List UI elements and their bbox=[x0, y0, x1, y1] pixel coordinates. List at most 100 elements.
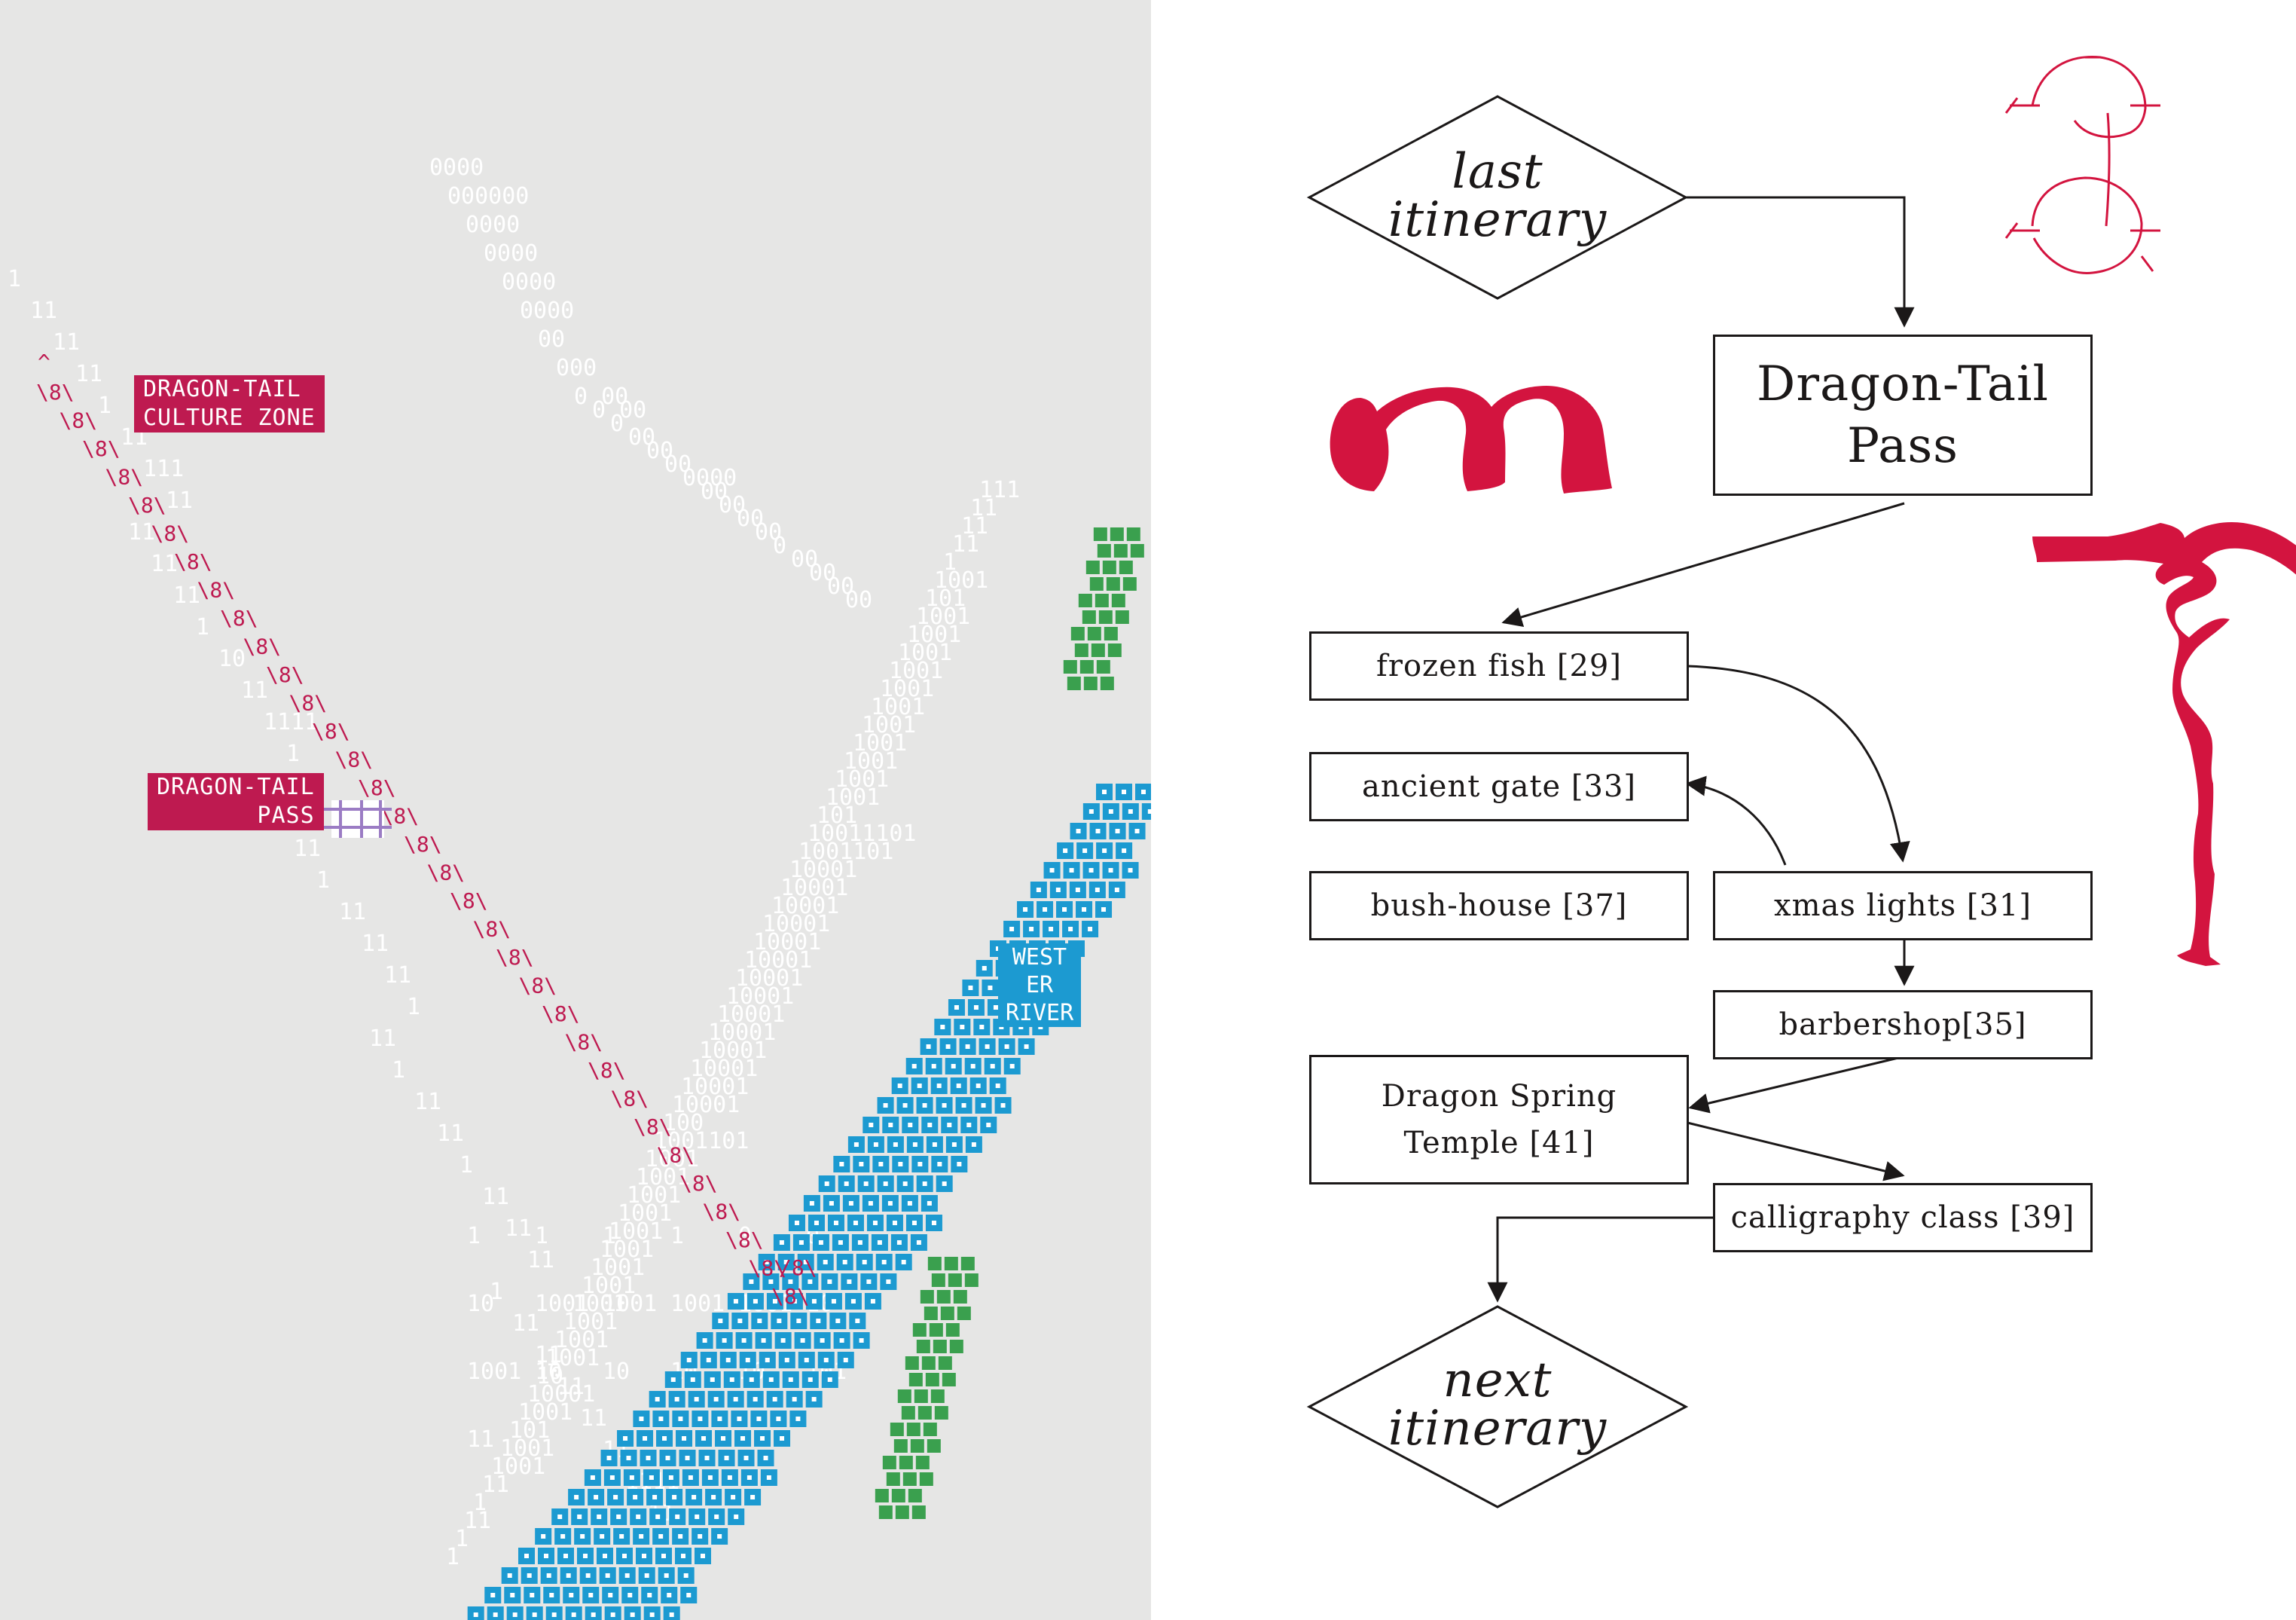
river-tile-dot bbox=[639, 1534, 644, 1539]
river-tile-dot bbox=[685, 1456, 690, 1460]
end-label-line2: itinerary bbox=[1388, 1401, 1608, 1456]
river-tile-dot bbox=[633, 1495, 638, 1499]
node-dragon-spring-temple[interactable]: Dragon Spring Temple [41] bbox=[1309, 1055, 1689, 1184]
river-tile-dot bbox=[530, 1593, 535, 1597]
green-river-tile bbox=[921, 1356, 936, 1370]
binary-digits: 11 bbox=[557, 1374, 585, 1400]
binary-digits: 10001 bbox=[762, 911, 830, 937]
binary-digits: 00 bbox=[845, 587, 872, 613]
river-tile-dot bbox=[669, 1612, 674, 1617]
river-tile-dot bbox=[839, 1338, 844, 1343]
river-tile-dot bbox=[881, 1260, 887, 1264]
binary-digits: 11 bbox=[75, 361, 102, 387]
river-tile-dot bbox=[1088, 868, 1094, 873]
node-ancient-gate[interactable]: ancient gate [33] bbox=[1309, 752, 1689, 821]
river-tile-dot bbox=[971, 1142, 976, 1147]
river-tile-dot bbox=[649, 1612, 655, 1617]
river-tile-dot bbox=[1108, 868, 1113, 873]
binary-digits: 11 bbox=[437, 1120, 464, 1147]
river-tile-dot bbox=[621, 1554, 627, 1558]
river-tile-dot bbox=[985, 1044, 990, 1049]
river-tile-dot bbox=[816, 1319, 821, 1323]
river-tile-dot bbox=[724, 1456, 729, 1460]
river-tile bbox=[1141, 803, 1151, 820]
binary-digits: 0 bbox=[610, 411, 624, 437]
connector-title-to-frozen-fish bbox=[1501, 502, 1905, 628]
binary-digits: 1001 bbox=[645, 1146, 699, 1172]
binary-digits: 11 bbox=[53, 329, 80, 356]
green-river-tile bbox=[924, 1307, 938, 1320]
green-river-tile bbox=[1085, 561, 1100, 574]
green-river-tile bbox=[931, 1273, 945, 1287]
binary-digits: 1001 bbox=[491, 1453, 545, 1480]
green-river-tile bbox=[927, 1439, 941, 1453]
connector-xmas-to-ancient-gate bbox=[1685, 775, 1787, 866]
river-tile-dot bbox=[701, 1436, 707, 1441]
river-tile-dot bbox=[961, 1103, 966, 1108]
binary-digits: 1001 bbox=[871, 694, 925, 720]
river-tile-dot bbox=[574, 1495, 579, 1499]
node-xmas-lights[interactable]: xmas lights [31] bbox=[1713, 871, 2093, 940]
route-marker: \8\ bbox=[496, 945, 534, 970]
binary-digits: 10001 bbox=[735, 965, 803, 992]
binary-digits: 10001 bbox=[690, 1056, 758, 1082]
river-tile-dot bbox=[627, 1593, 633, 1597]
river-tile-dot bbox=[995, 946, 1000, 951]
green-river-tile bbox=[945, 1323, 960, 1337]
river-tile-dot bbox=[869, 1123, 874, 1127]
binary-digits: 00 bbox=[791, 546, 818, 573]
river-tile-dot bbox=[772, 1397, 777, 1401]
route-marker: \8\ bbox=[243, 634, 282, 659]
river-tile-dot bbox=[610, 1612, 615, 1617]
green-river-tile bbox=[1067, 677, 1081, 690]
binary-digits: 1001 bbox=[554, 1327, 609, 1353]
green-river-tile bbox=[960, 1257, 975, 1270]
river-tile-dot bbox=[1114, 888, 1119, 892]
river-tile-dot bbox=[700, 1554, 705, 1558]
binary-digits: 11 bbox=[166, 488, 193, 514]
river-tile-dot bbox=[636, 1515, 641, 1519]
river-tile-dot bbox=[743, 1456, 749, 1460]
river-tile-dot bbox=[1122, 790, 1126, 794]
green-river-tile bbox=[929, 1323, 943, 1337]
river-tile-dot bbox=[863, 1181, 869, 1186]
river-tile-dot bbox=[541, 1534, 546, 1539]
binary-digits: 11 bbox=[467, 1426, 494, 1453]
river-tile-dot bbox=[753, 1299, 758, 1304]
river-tile-dot bbox=[824, 1181, 829, 1186]
green-river-tile bbox=[1079, 660, 1094, 674]
river-tile-dot bbox=[741, 1338, 747, 1343]
river-tile-dot bbox=[954, 1005, 959, 1010]
river-tile-dot bbox=[1043, 907, 1048, 912]
binary-digits: 00 bbox=[827, 573, 854, 600]
river-tile-dot bbox=[686, 1593, 692, 1597]
binary-digits: 1 bbox=[196, 614, 209, 640]
river-tile-dot bbox=[779, 1240, 784, 1245]
river-tile-dot bbox=[857, 1240, 863, 1245]
river-tile-dot bbox=[887, 1201, 893, 1206]
river-tile-dot bbox=[783, 1260, 789, 1264]
river-tile-dot bbox=[527, 1573, 532, 1578]
river-tile-dot bbox=[590, 1475, 595, 1480]
river-tile-dot bbox=[877, 1240, 882, 1245]
river-tile-dot bbox=[734, 1515, 739, 1519]
binary-digits: 11 bbox=[362, 931, 389, 957]
route-marker: \8\ bbox=[128, 493, 166, 518]
river-tile-dot bbox=[1095, 829, 1101, 833]
green-river-tile bbox=[906, 1423, 921, 1436]
river-tile-dot bbox=[911, 1064, 917, 1068]
node-bush-house[interactable]: bush-house [37] bbox=[1309, 871, 1689, 940]
title-node[interactable]: Dragon-Tail Pass bbox=[1713, 335, 2093, 496]
river-tile-dot bbox=[721, 1436, 726, 1441]
green-river-tile bbox=[920, 1290, 934, 1304]
node-frozen-fish[interactable]: frozen fish [29] bbox=[1309, 631, 1689, 701]
node-calligraphy-class[interactable]: calligraphy class [39] bbox=[1713, 1183, 2093, 1252]
start-label: last itinerary bbox=[1347, 148, 1648, 244]
river-tile-dot bbox=[965, 1044, 970, 1049]
river-tile-dot bbox=[811, 1397, 817, 1401]
green-river-tile bbox=[923, 1423, 937, 1436]
node-barbershop[interactable]: barbershop[35] bbox=[1713, 990, 2093, 1059]
binary-digits: 111 bbox=[143, 456, 184, 482]
route-marker: \8\ bbox=[404, 832, 442, 857]
river-tile-dot bbox=[722, 1338, 727, 1343]
